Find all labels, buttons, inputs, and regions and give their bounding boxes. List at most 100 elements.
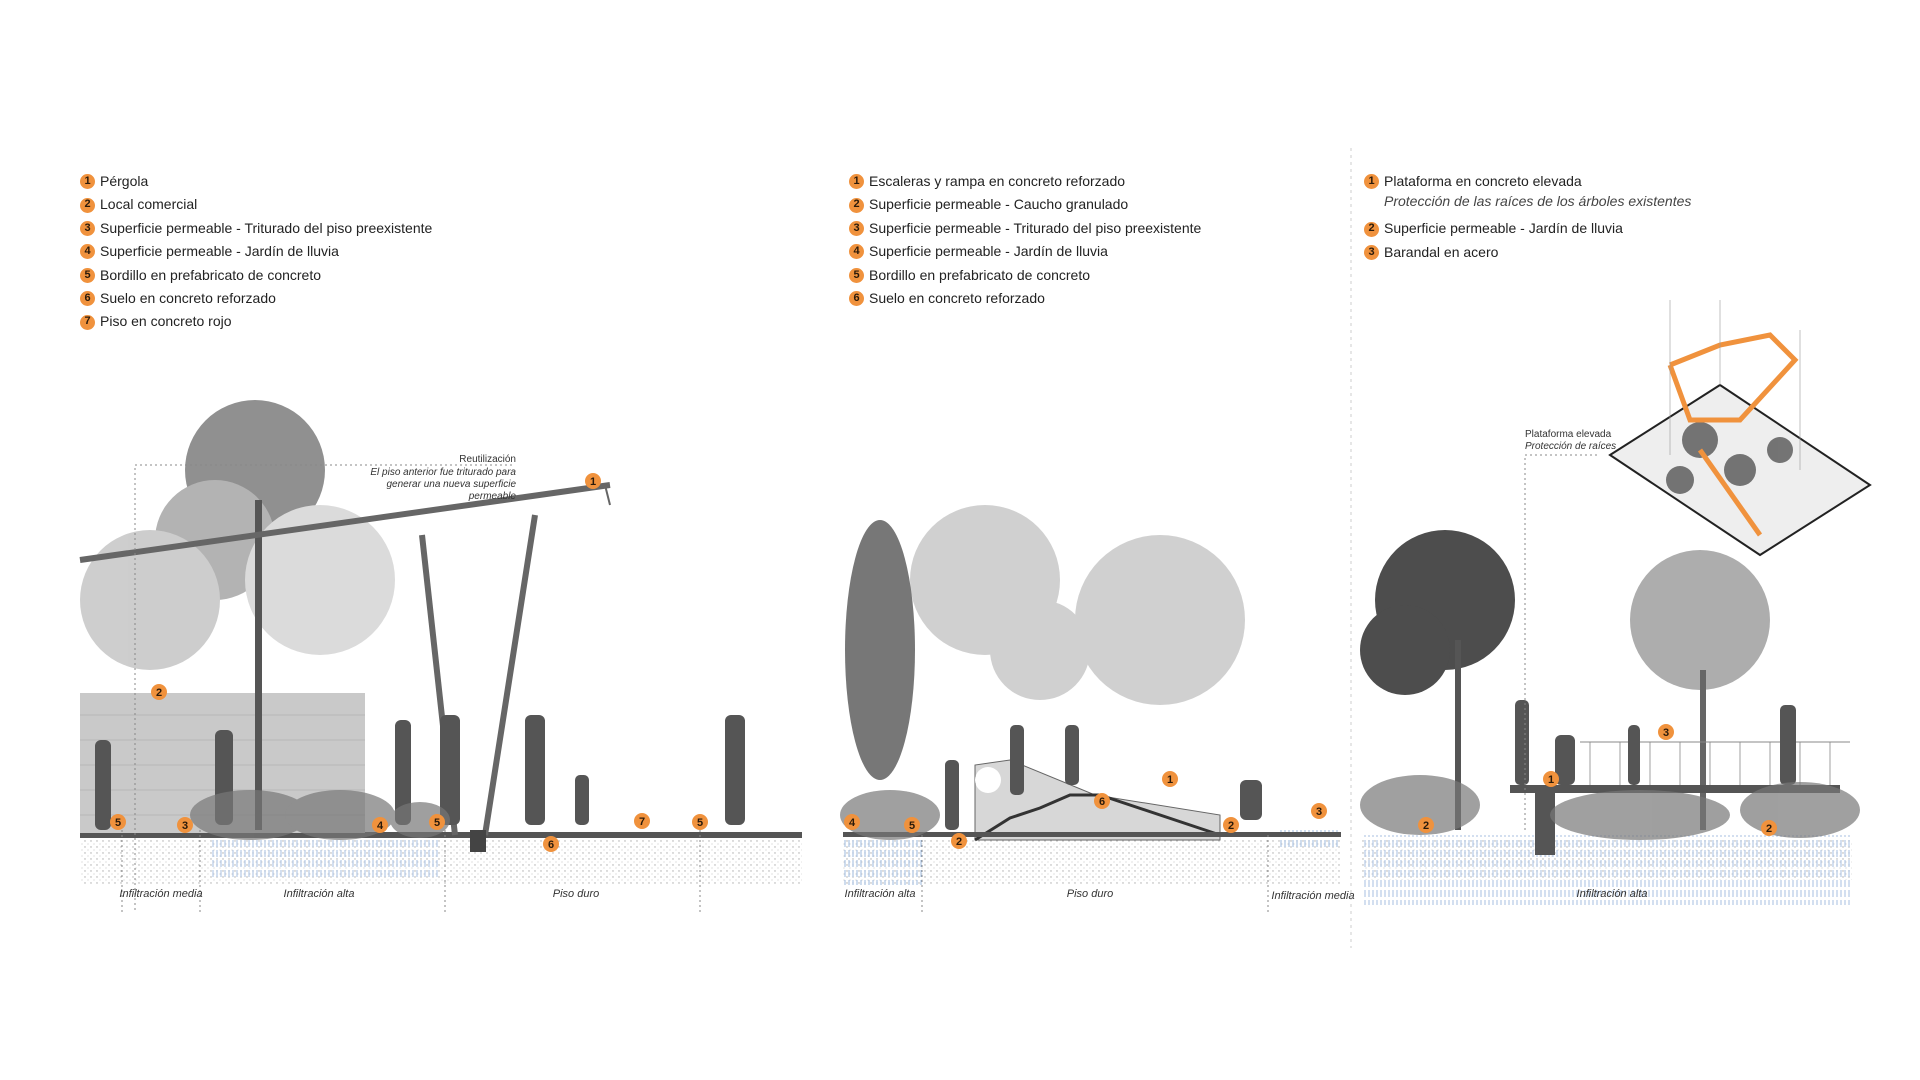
plants	[190, 790, 450, 840]
diagram-number-badge: 4	[372, 817, 388, 833]
platform-title: Plataforma elevada	[1525, 429, 1612, 440]
reuse-line-1: El piso anterior fue triturado para	[370, 467, 516, 478]
platform-sub: Protección de raíces	[1525, 441, 1616, 452]
legend-text: Suelo en concreto reforzado	[100, 290, 276, 307]
diagram-number-badge: 2	[1418, 817, 1434, 833]
zone-label: Piso duro	[553, 888, 599, 900]
badge-number: 1	[1548, 774, 1554, 786]
number-badge: 5	[80, 267, 95, 283]
legend-text: Bordillo en prefabricato de concreto	[100, 266, 322, 283]
diagram-number-badge: 4	[844, 814, 860, 830]
badge-number: 3	[1316, 806, 1322, 818]
legend-text: Superficie permeable - Jardín de lluvia	[1384, 220, 1623, 237]
legend-text: Superficie permeable - Triturado del pis…	[869, 219, 1202, 236]
number-badge: 6	[849, 291, 864, 307]
number-badge: 5	[849, 267, 864, 283]
legend-text: Plataforma en concreto elevada	[1384, 173, 1582, 189]
ground-slab	[80, 832, 802, 838]
number-badge: 3	[849, 221, 864, 237]
legend-item: 2 Superficie permeable - Jardín de lluvia	[1364, 217, 1691, 240]
diagram-number-badge: 1	[1162, 771, 1178, 787]
legend-item: 5 Bordillo en prefabricato de concreto	[80, 264, 432, 287]
legend-text: Superficie permeable - Jardín de lluvia	[100, 243, 339, 260]
zone-label: Infiltración media	[1271, 890, 1354, 902]
legend-text: Pérgola	[100, 173, 149, 189]
number-badge: 7	[80, 314, 95, 330]
legend-item: 2 Superficie permeable - Caucho granulado	[849, 193, 1201, 216]
badge-number: 7	[639, 816, 645, 828]
badge-number: 3	[182, 820, 188, 832]
number-badge: 4	[80, 244, 95, 260]
reuse-title: Reutilización	[459, 454, 516, 465]
diagram-number-badge: 1	[585, 473, 601, 489]
reuse-line-3: permeable	[468, 491, 517, 502]
badge-number: 6	[1099, 796, 1105, 808]
diagram-number-badge: 2	[151, 684, 167, 700]
number-badge: 3	[80, 221, 95, 237]
badge-number: 5	[909, 820, 915, 832]
badge-number: 2	[156, 687, 162, 699]
diagram-number-badge: 2	[951, 833, 967, 849]
soil-stipple	[80, 840, 802, 885]
section-1-drawing: Reutilización El piso anterior fue tritu…	[79, 400, 802, 915]
diagram-number-badge: 3	[177, 817, 193, 833]
legend-item: 4 Superficie permeable - Jardín de lluvia	[80, 240, 432, 263]
reuse-line-2: generar una nueva superficie	[386, 479, 516, 490]
legend-text: Bordillo en prefabricato de concreto	[869, 266, 1091, 283]
zone-label: Infiltración alta	[284, 888, 355, 900]
diagram-number-badge: 3	[1311, 803, 1327, 819]
diagram-number-badge: 5	[110, 814, 126, 830]
legend-item: 3 Superficie permeable - Triturado del pi…	[849, 217, 1201, 240]
steel-railing	[1580, 741, 1850, 785]
legend-item: 5 Bordillo en prefabricato de concreto	[849, 264, 1201, 287]
badge-number: 4	[849, 817, 856, 829]
infiltration-water	[1362, 835, 1852, 905]
legend-item: 6 Suelo en concreto reforzado	[849, 287, 1201, 310]
badge-number: 2	[1423, 820, 1429, 832]
legend-text: Piso en concreto rojo	[100, 313, 232, 330]
badge-number: 5	[434, 817, 440, 829]
diagram-number-badge: 1	[1543, 771, 1559, 787]
badge-number: 2	[1228, 820, 1234, 832]
legend-text: Superficie permeable - Jardín de lluvia	[869, 243, 1108, 260]
zone-label: Piso duro	[1067, 888, 1113, 900]
number-badge: 6	[80, 291, 95, 307]
legend-text: Superficie permeable - Caucho granulado	[869, 196, 1129, 213]
badge-number: 3	[1663, 727, 1669, 739]
infiltration-water	[210, 835, 440, 880]
number-badge: 2	[1364, 221, 1379, 237]
legend-item: 7 Piso en concreto rojo	[80, 310, 432, 333]
diagram-number-badge: 2	[1761, 820, 1777, 836]
legend-text: Superficie permeable - Triturado del pis…	[100, 219, 433, 236]
badge-number: 5	[697, 817, 703, 829]
legend-text: Escaleras y rampa en concreto reforzado	[869, 173, 1126, 189]
diagram-number-badge: 6	[1094, 793, 1110, 809]
diagram-number-badge: 5	[692, 814, 708, 830]
legend-text: Suelo en concreto reforzado	[869, 290, 1045, 307]
elevated-platform	[1510, 785, 1840, 793]
legend-subtext: Protección de las raíces de los árboles …	[1384, 193, 1692, 210]
number-badge: 1	[80, 174, 95, 190]
diagram-number-badge: 2	[1223, 817, 1239, 833]
diagram-number-badge: 5	[429, 814, 445, 830]
legend-item: 3 Superficie permeable - Triturado del pi…	[80, 217, 432, 240]
legend-text: Local comercial	[100, 196, 198, 213]
zone-label: Infiltración media	[119, 888, 202, 900]
legend-item: 4 Superficie permeable - Jardín de lluvia	[849, 240, 1201, 263]
badge-number: 2	[956, 836, 962, 848]
diagram-number-badge: 6	[543, 836, 559, 852]
zone-label: Infiltración alta	[845, 888, 916, 900]
number-badge: 4	[849, 244, 864, 260]
legend-item: 1 Pérgola	[80, 170, 432, 193]
soil-stipple	[843, 840, 1341, 885]
legend-item: 6 Suelo en concreto reforzado	[80, 287, 432, 310]
number-badge: 2	[849, 197, 864, 213]
legend-text: Barandal en acero	[1384, 243, 1499, 260]
section-3-drawing: Plataforma elevada Protección de raíces	[1360, 300, 1872, 905]
number-badge: 2	[80, 197, 95, 213]
